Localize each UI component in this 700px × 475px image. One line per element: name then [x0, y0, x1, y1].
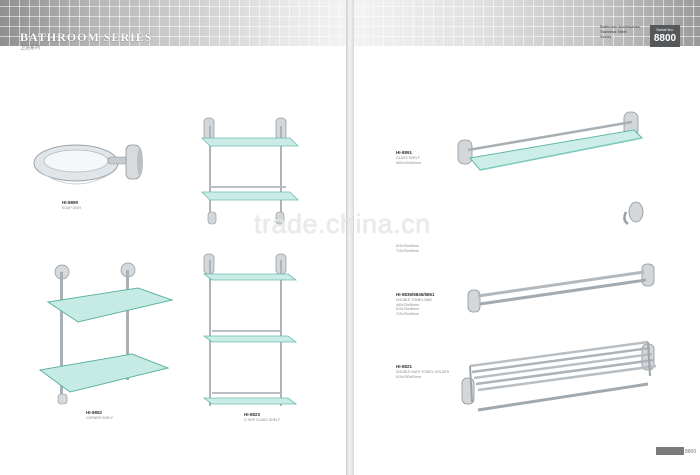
right-page: Bathroom Accessories Stainless Steel Ser… — [354, 0, 700, 475]
series-number-label: Serial No. — [656, 27, 674, 32]
two-tier-shelf-image — [201, 117, 299, 225]
robe-hook-image — [623, 201, 644, 226]
towel-rack-image — [461, 340, 657, 412]
product-two-tier-shelf[interactable] — [198, 116, 308, 226]
model-glass-shelf: HI-8891 — [396, 150, 413, 155]
book-spine — [346, 0, 354, 475]
product-soap-dish[interactable] — [30, 135, 150, 205]
desc-towel-bar-name: DOUBLE TOWEL BAR — [396, 298, 432, 302]
series-info-line: Series — [600, 34, 612, 39]
model-three-tier-shelf: HI-8823 — [244, 412, 261, 417]
series-info-line: Stainless Steel — [600, 29, 627, 34]
desc-hook-size-b: 710x75x46mm — [396, 248, 419, 253]
desc-hook-size-a: 610x75x46mm — [396, 244, 419, 248]
towel-bar-image — [467, 263, 655, 313]
desc-towel-bar-size-a: 460x75x46mm — [396, 302, 419, 307]
desc-glass-shelf: GLASS SHELF 560x130x50mm — [396, 156, 456, 165]
series-number-badge: Serial No. 8800 — [650, 25, 680, 47]
desc-towel-bar: DOUBLE TOWEL BAR 460x75x46mm 610x75x46mm… — [396, 298, 456, 316]
header-mosaic-left — [0, 0, 346, 46]
series-subtitle: 卫浴系列 — [20, 45, 41, 51]
watermark-text: trade.china.cn — [254, 209, 431, 239]
product-towel-rack[interactable] — [461, 336, 662, 426]
product-glass-shelf[interactable] — [457, 110, 658, 190]
series-title: BATHROOM SERIES — [20, 30, 153, 44]
desc-towel-bar-size-c: 710x75x46mm — [396, 311, 419, 316]
desc-corner-shelf: CORNER SHELF — [86, 416, 114, 420]
series-info: Bathroom Accessories Stainless Steel Ser… — [600, 24, 650, 39]
page-number-right: 8800 — [685, 449, 697, 455]
glass-shelf-image — [457, 111, 644, 171]
desc-glass-shelf-name: GLASS SHELF — [396, 156, 420, 160]
three-tier-shelf-image — [202, 253, 298, 406]
product-corner-shelf[interactable] — [38, 258, 180, 408]
header-mosaic-right — [354, 0, 700, 46]
left-page: BATHROOM SERIES 卫浴系列 HI-8899 SOAP DISH — [0, 0, 346, 475]
product-hook[interactable] — [622, 198, 646, 228]
desc-towel-rack: DOUBLE BATH TOWEL HOLDER 610x230x90mm — [396, 370, 456, 379]
desc-hook-sizes: 610x75x46mm 710x75x46mm — [396, 244, 456, 253]
model-towel-bar: HI-8836/8846/8861 — [396, 292, 435, 297]
corner-shelf-image — [38, 262, 174, 405]
desc-soap-dish: SOAP DISH — [62, 206, 81, 210]
model-towel-rack: HI-8821 — [396, 364, 413, 369]
series-info-line: Bathroom Accessories — [600, 24, 640, 29]
product-three-tier-shelf[interactable] — [202, 252, 302, 412]
desc-towel-rack-name: DOUBLE BATH TOWEL HOLDER — [396, 370, 450, 374]
desc-towel-bar-size-b: 610x75x46mm — [396, 307, 419, 311]
model-soap-dish: HI-8899 — [62, 200, 79, 205]
series-number-value: 8800 — [653, 33, 677, 44]
desc-three-tier-shelf: 3-TIER GLASS SHELF — [244, 418, 280, 422]
desc-towel-rack-size: 610x230x90mm — [396, 374, 421, 379]
page-corner-tab — [656, 447, 684, 455]
desc-glass-shelf-size: 560x130x50mm — [396, 160, 421, 165]
product-towel-bar[interactable] — [467, 262, 658, 318]
soap-dish-image — [33, 144, 143, 185]
model-corner-shelf: HI-8852 — [86, 410, 103, 415]
